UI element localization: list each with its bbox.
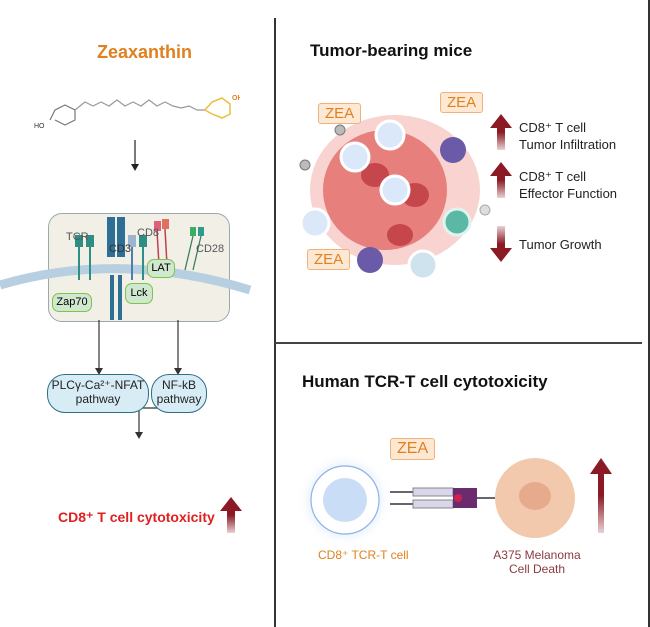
arrow-up-icon bbox=[490, 162, 512, 198]
target-line2: Cell Death bbox=[508, 562, 566, 576]
effect-growth: Tumor Growth bbox=[519, 237, 602, 252]
arrow-down-icon bbox=[490, 226, 512, 262]
ho-label: HO bbox=[34, 123, 45, 130]
arrow-up-icon bbox=[220, 497, 242, 533]
tcell-label: CD8⁺ TCR-T cell bbox=[318, 548, 409, 562]
lck-node: Lck bbox=[125, 283, 153, 304]
target-line1: A375 Melanoma bbox=[493, 548, 581, 562]
arrow-up-icon bbox=[490, 114, 512, 150]
zeaxanthin-structure: HO OH bbox=[34, 95, 240, 130]
tcr-t-cell-illustration bbox=[297, 452, 575, 548]
pathway-plcg-nfat: PLCγ-Ca²⁺-NFAT pathway bbox=[47, 374, 149, 413]
cd3-label: CD3 bbox=[109, 243, 132, 255]
target-label: A375 Melanoma Cell Death bbox=[482, 548, 592, 576]
zap70-node: Zap70 bbox=[52, 293, 92, 312]
tumor-illustration bbox=[299, 115, 491, 281]
compound-title: Zeaxanthin bbox=[97, 42, 193, 62]
pathway-line1: PLCγ-Ca²⁺-NFAT bbox=[51, 378, 145, 392]
section-title-tcr: Human TCR-T cell cytotoxicity bbox=[302, 372, 548, 391]
pathway-line2: pathway bbox=[156, 392, 202, 406]
outcome-label: CD8⁺ T cell cytotoxicity bbox=[58, 509, 215, 525]
vertical-divider bbox=[274, 18, 276, 627]
membrane-band bbox=[0, 264, 252, 295]
arrow-up-icon bbox=[590, 458, 612, 533]
pathway-line1: NF-kB bbox=[162, 378, 196, 392]
pathway-nfkb: NF-kB pathway bbox=[151, 374, 207, 413]
zea-tag-3: ZEA bbox=[307, 249, 351, 270]
effect-line1: CD8⁺ T cell bbox=[519, 120, 587, 135]
receptor-complex bbox=[75, 217, 204, 320]
effect-line2: Tumor Infiltration bbox=[519, 137, 617, 152]
section-title-mice: Tumor-bearing mice bbox=[310, 41, 473, 60]
horizontal-divider bbox=[275, 342, 642, 344]
pathway-line2: pathway bbox=[75, 392, 121, 406]
zea-tag-1: ZEA bbox=[318, 103, 362, 124]
oh-label: OH bbox=[232, 95, 240, 102]
arrow-down-icon bbox=[131, 140, 139, 171]
effect-function: CD8⁺ T cell Effector Function bbox=[519, 168, 617, 202]
cd28-label: CD28 bbox=[196, 243, 225, 255]
effect-infiltration: CD8⁺ T cell Tumor Infiltration bbox=[519, 119, 616, 153]
zea-tag-2: ZEA bbox=[440, 92, 484, 113]
lat-node: LAT bbox=[147, 259, 175, 278]
effect-line2: Effector Function bbox=[519, 186, 618, 201]
cd8-label: CD8 bbox=[137, 227, 160, 239]
tcr-label: TCR bbox=[66, 231, 89, 243]
right-border bbox=[648, 0, 650, 627]
zea-tag-4: ZEA bbox=[390, 438, 436, 460]
effect-line1: CD8⁺ T cell bbox=[519, 169, 587, 184]
